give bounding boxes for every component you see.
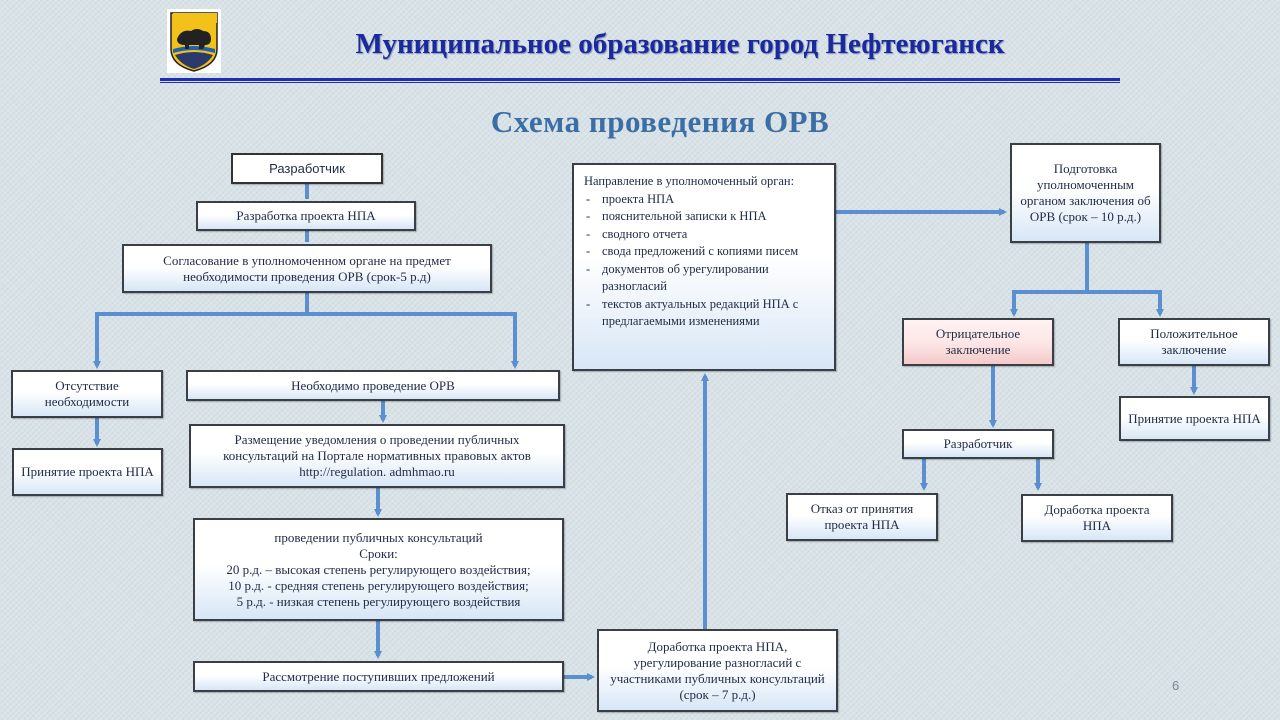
- direction-list-item: свода предложений с копиями писем: [584, 243, 824, 261]
- box-review: Рассмотрение поступивших предложений: [193, 661, 564, 692]
- direction-list-item: сводного отчета: [584, 226, 824, 244]
- box-develop-draft: Разработка проекта НПА: [196, 201, 416, 231]
- direction-list: проекта НПАпояснительной записки к НПАсв…: [584, 191, 824, 331]
- page-number: 6: [1172, 678, 1180, 693]
- box-consultations: проведении публичных консультаций Сроки:…: [193, 518, 564, 621]
- direction-list-item: проекта НПА: [584, 191, 824, 209]
- direction-list-item: текстов актуальных редакций НПА с предла…: [584, 296, 824, 331]
- connector-prepare-split-right: [1087, 290, 1164, 317]
- box-positive-conclusion: Положительное заключение: [1118, 318, 1270, 366]
- header-rule-thin: [160, 82, 1120, 83]
- box-rework-right: Доработка проекта НПА: [1021, 494, 1173, 542]
- box-absence: Отсутствие необходимости: [11, 370, 163, 418]
- box-developer-bottom: Разработчик: [902, 429, 1054, 459]
- box-adopt-left: Принятие проекта НПА: [12, 448, 163, 496]
- box-developer-top: Разработчик: [231, 153, 383, 184]
- city-emblem-icon: [167, 9, 221, 73]
- box-notice: Размещение уведомления о проведении публ…: [189, 424, 565, 488]
- box-orv-needed: Необходимо проведение ОРВ: [186, 370, 560, 401]
- box-negative-conclusion: Отрицательное заключение: [902, 318, 1054, 366]
- connector-approval-split: [93, 293, 309, 369]
- scheme-title: Схема проведения ОРВ: [490, 104, 830, 139]
- header-title: Муниципальное образование город Нефтеюга…: [355, 28, 1005, 60]
- box-approval: Согласование в уполномоченном органе на …: [122, 244, 492, 293]
- direction-list-item: пояснительной записки к НПА: [584, 208, 824, 226]
- direction-list-item: документов об урегулировании разногласий: [584, 261, 824, 296]
- box-direction: Направление в уполномоченный орган: прое…: [572, 163, 836, 371]
- box-prepare-conclusion: Подготовка уполномоченным органом заключ…: [1010, 143, 1161, 243]
- box-adopt-right: Принятие проекта НПА: [1119, 396, 1270, 441]
- connector-approval-split-right: [307, 312, 519, 369]
- box-rework-resolve: Доработка проекта НПА, урегулирование ра…: [597, 629, 838, 712]
- box-refusal: Отказ от принятия проекта НПА: [786, 493, 938, 541]
- connector-prepare-split-left: [1010, 243, 1089, 317]
- header-rule: [160, 78, 1120, 81]
